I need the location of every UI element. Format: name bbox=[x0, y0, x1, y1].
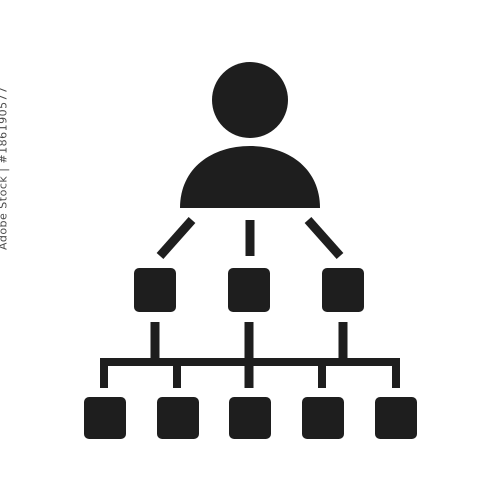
person-head-icon bbox=[212, 62, 288, 138]
leaf-node-1 bbox=[84, 397, 126, 439]
leaf-node-2 bbox=[157, 397, 199, 439]
connector-right bbox=[304, 217, 344, 259]
connector-left bbox=[156, 217, 196, 259]
leaf-node-4 bbox=[302, 397, 344, 439]
mid-node-left bbox=[134, 268, 176, 312]
stock-id-text: Adobe Stock | #186190577 bbox=[0, 86, 10, 250]
leaf-node-3 bbox=[229, 397, 271, 439]
leaf-node-5 bbox=[375, 397, 417, 439]
mid-node-center bbox=[228, 268, 270, 312]
person-body-icon bbox=[180, 146, 320, 208]
mid-node-right bbox=[322, 268, 364, 312]
